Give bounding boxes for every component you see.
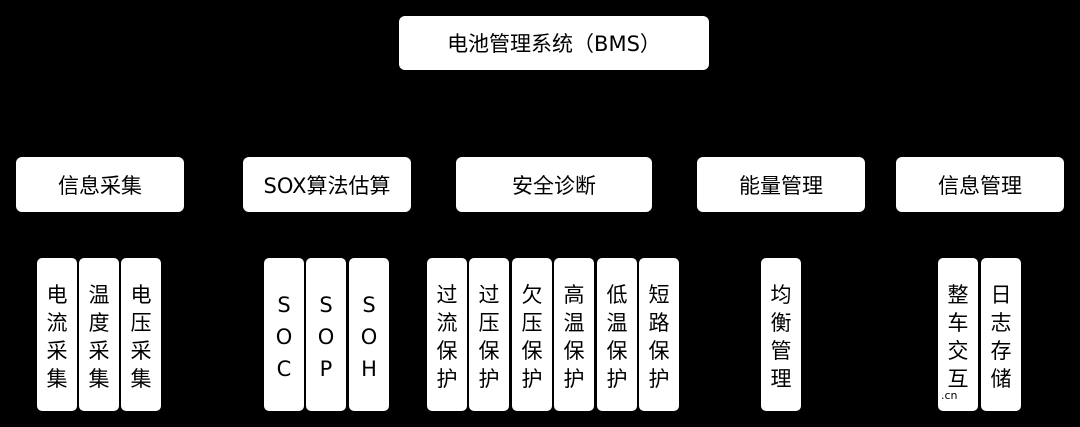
category-label: 信息管理 bbox=[938, 173, 1022, 198]
leaf-current-collection: 电流采集 bbox=[37, 258, 77, 411]
leaf-balancing-management: 均衡管理 bbox=[761, 258, 801, 411]
root-node-bms: 电池管理系统（BMS） bbox=[399, 16, 709, 70]
leaf-label: 整车交互 bbox=[947, 282, 969, 391]
leaf-label: 均衡管理 bbox=[770, 282, 792, 391]
leaf-label: 电流采集 bbox=[46, 282, 68, 391]
leaf-sop: SOP bbox=[306, 258, 346, 411]
leaf-label: 短路保护 bbox=[648, 282, 670, 391]
leaf-label: 低温保护 bbox=[606, 282, 628, 391]
category-label: 安全诊断 bbox=[512, 173, 596, 198]
leaf-label: 欠压保护 bbox=[521, 282, 543, 391]
leaf-label: SOP bbox=[317, 292, 335, 381]
leaf-label: 过流保护 bbox=[436, 282, 458, 391]
leaf-label: SOH bbox=[360, 292, 378, 381]
leaf-label: 高温保护 bbox=[563, 282, 585, 391]
leaf-vehicle-interaction: 整车交互 bbox=[938, 258, 978, 411]
root-label: 电池管理系统（BMS） bbox=[447, 32, 661, 56]
leaf-voltage-collection: 电压采集 bbox=[121, 258, 161, 411]
leaf-soc: SOC bbox=[264, 258, 304, 411]
watermark-text: .cn bbox=[941, 389, 958, 402]
leaf-label: 电压采集 bbox=[130, 282, 152, 391]
leaf-soh: SOH bbox=[349, 258, 389, 411]
category-info-management: 信息管理 bbox=[896, 157, 1064, 212]
leaf-label: 过压保护 bbox=[478, 282, 500, 391]
leaf-temperature-collection: 温度采集 bbox=[79, 258, 119, 411]
category-label: 信息采集 bbox=[58, 173, 142, 198]
leaf-overcurrent-protection: 过流保护 bbox=[427, 258, 467, 411]
leaf-label: 温度采集 bbox=[88, 282, 110, 391]
leaf-high-temp-protection: 高温保护 bbox=[554, 258, 594, 411]
category-safety-diagnosis: 安全诊断 bbox=[456, 157, 652, 212]
category-label: 能量管理 bbox=[739, 173, 823, 198]
category-label: SOX算法估算 bbox=[263, 173, 391, 198]
leaf-log-storage: 日志存储 bbox=[981, 258, 1021, 411]
leaf-undervoltage-protection: 欠压保护 bbox=[512, 258, 552, 411]
leaf-low-temp-protection: 低温保护 bbox=[597, 258, 637, 411]
leaf-short-circuit-protection: 短路保护 bbox=[639, 258, 679, 411]
leaf-overvoltage-protection: 过压保护 bbox=[469, 258, 509, 411]
category-sox-estimation: SOX算法估算 bbox=[243, 157, 411, 212]
category-info-collection: 信息采集 bbox=[16, 157, 184, 212]
leaf-label: SOC bbox=[275, 292, 293, 381]
leaf-label: 日志存储 bbox=[990, 282, 1012, 391]
category-energy-management: 能量管理 bbox=[697, 157, 865, 212]
